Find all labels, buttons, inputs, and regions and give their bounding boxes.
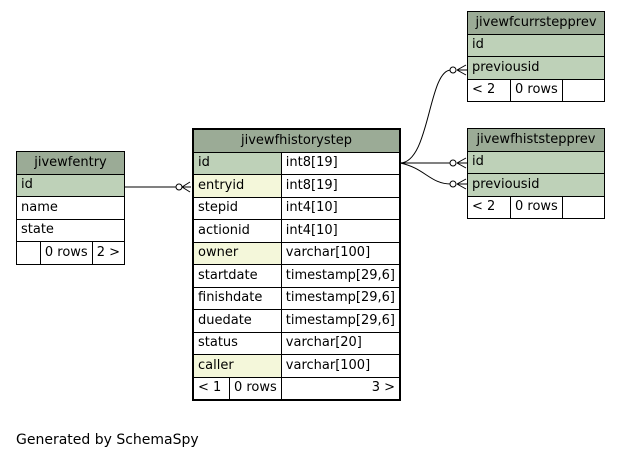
- column-name: finishdate: [192, 286, 282, 310]
- table-jivewfentry[interactable]: jivewfentry id name state 0 rows 2 >: [16, 151, 126, 265]
- parents-count[interactable]: < 2: [467, 78, 511, 102]
- table-title[interactable]: jivewfentry: [16, 151, 125, 175]
- column-type: varchar[20]: [280, 331, 401, 355]
- column-type: int8[19]: [280, 151, 401, 175]
- table-jivewfhiststepprev[interactable]: jivewfhiststepprev id previousid < 2 0 r…: [467, 128, 606, 219]
- column-name: status: [192, 331, 282, 355]
- column-type: timestamp[29,6]: [280, 286, 401, 310]
- column-name: name: [16, 196, 125, 220]
- table-title[interactable]: jivewfcurrstepprev: [467, 11, 605, 35]
- column-name: owner: [192, 241, 282, 265]
- table-title[interactable]: jivewfhiststepprev: [467, 128, 605, 152]
- column-type: timestamp[29,6]: [280, 309, 401, 333]
- children-count: [561, 195, 606, 219]
- row-count: 0 rows: [228, 376, 282, 401]
- parents-count[interactable]: < 2: [467, 195, 511, 219]
- parents-count[interactable]: < 1: [192, 376, 230, 401]
- column-name: startdate: [192, 264, 282, 288]
- column-type: int4[10]: [280, 219, 401, 243]
- column-type: varchar[100]: [280, 241, 401, 265]
- column-type: varchar[100]: [280, 354, 401, 378]
- table-jivewfhistorystep[interactable]: jivewfhistorystep id int8[19] entryid in…: [192, 128, 401, 401]
- column-name: id: [467, 33, 605, 57]
- column-type: int4[10]: [280, 196, 401, 220]
- column-name: id: [192, 151, 282, 175]
- generated-by-text: Generated by SchemaSpy: [16, 432, 199, 448]
- column-name: state: [16, 218, 125, 242]
- column-type: int8[19]: [280, 174, 401, 198]
- column-name: actionid: [192, 219, 282, 243]
- table-title[interactable]: jivewfhistorystep: [192, 128, 401, 153]
- children-count[interactable]: 2 >: [91, 241, 126, 265]
- column-name: duedate: [192, 309, 282, 333]
- row-count: 0 rows: [510, 195, 563, 219]
- column-name: caller: [192, 354, 282, 378]
- children-count[interactable]: 3 >: [280, 376, 401, 401]
- table-jivewfcurrstepprev[interactable]: jivewfcurrstepprev id previousid < 2 0 r…: [467, 11, 606, 102]
- column-name: previousid: [467, 173, 605, 197]
- children-count: [561, 78, 606, 102]
- column-name: id: [467, 150, 605, 174]
- row-count: 0 rows: [510, 78, 563, 102]
- column-type: timestamp[29,6]: [280, 264, 401, 288]
- parents-count: [16, 241, 41, 265]
- row-count: 0 rows: [39, 241, 93, 265]
- column-name: entryid: [192, 174, 282, 198]
- link-history-currprev: [399, 69, 452, 164]
- column-name: id: [16, 173, 125, 197]
- column-name: previousid: [467, 56, 605, 80]
- link-history-histprev-previousid: [399, 162, 452, 185]
- column-name: stepid: [192, 196, 282, 220]
